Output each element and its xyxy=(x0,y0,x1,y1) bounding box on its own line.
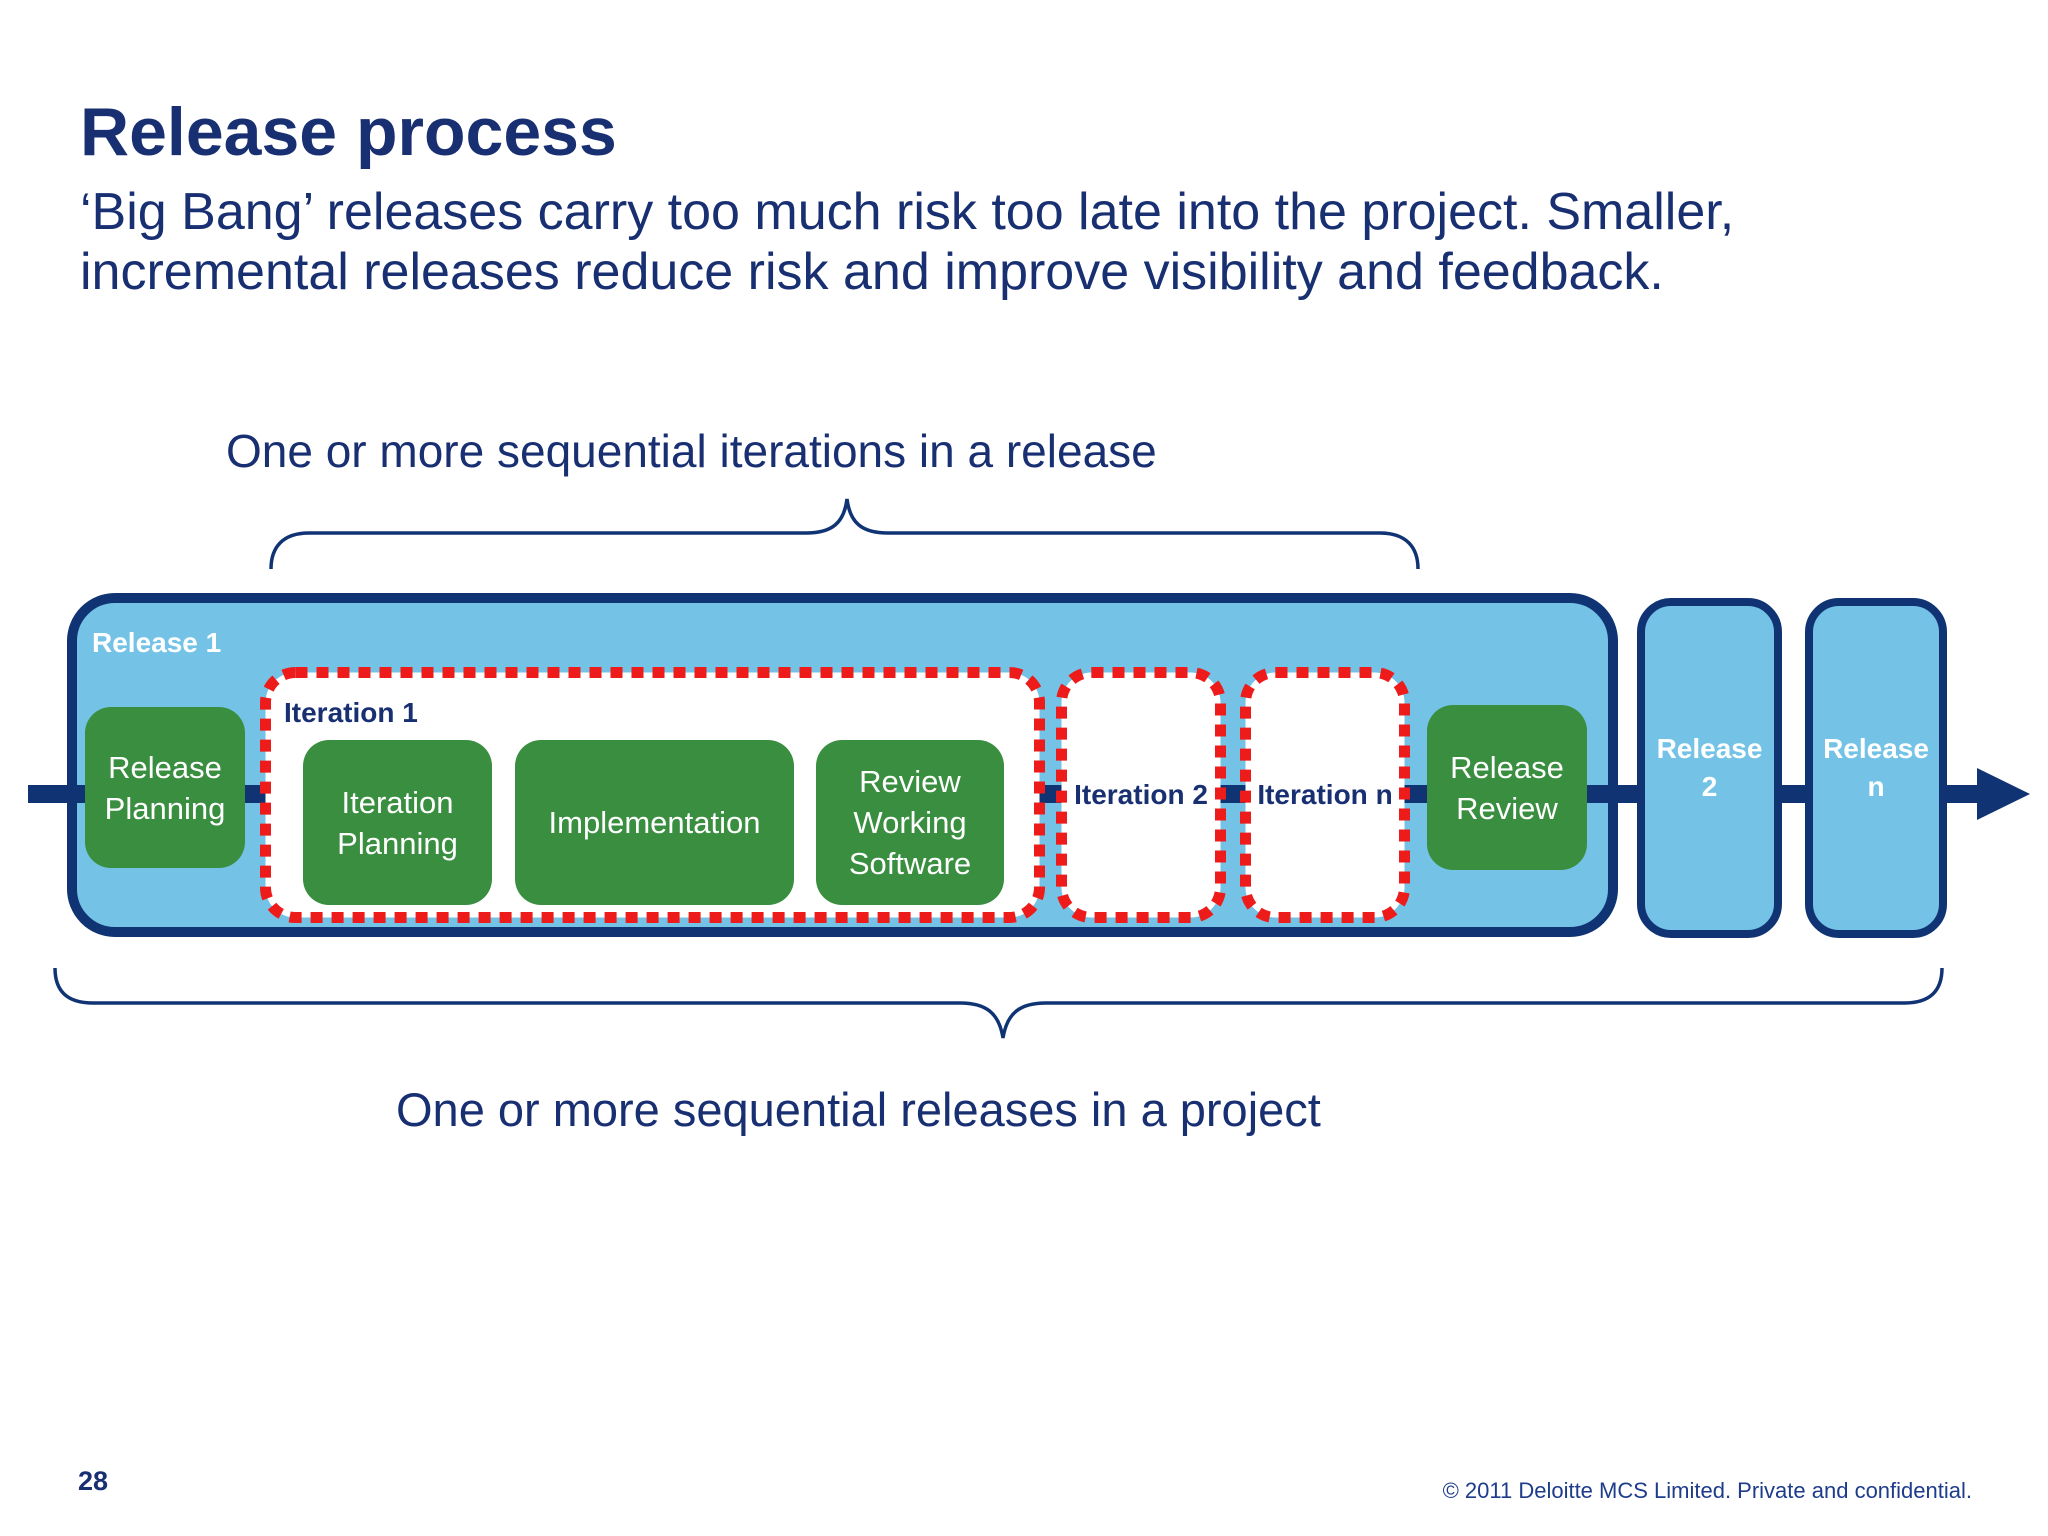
bottom-brace-icon xyxy=(53,967,1944,1039)
release-n-box: Release n xyxy=(1805,598,1947,938)
release-planning-box: Release Planning xyxy=(85,707,245,868)
flow-arrowhead-icon xyxy=(1977,768,2030,820)
review-working-software-box: Review Working Software xyxy=(816,740,1004,905)
release-1-label: Release 1 xyxy=(92,627,222,658)
iteration-2-box: Iteration 2 xyxy=(1056,667,1226,923)
implementation-box: Implementation xyxy=(515,740,794,905)
page-subtitle: ‘Big Bang’ releases carry too much risk … xyxy=(80,183,1735,301)
iteration-1-label: Iteration 1 xyxy=(284,697,418,728)
page-title: Release process xyxy=(80,94,617,170)
footer-copyright: © 2011 Deloitte MCS Limited. Private and… xyxy=(1442,1478,1972,1503)
iteration-planning-box: Iteration Planning xyxy=(303,740,492,905)
iteration-n-label: Iteration n xyxy=(1257,779,1393,810)
releases-brace-label: One or more sequential releases in a pro… xyxy=(396,1083,1321,1136)
iteration-2-label: Iteration 2 xyxy=(1074,779,1208,810)
release-2-box: Release 2 xyxy=(1637,598,1782,938)
iteration-n-box: Iteration n xyxy=(1240,667,1410,923)
iterations-brace-label: One or more sequential iterations in a r… xyxy=(226,425,1157,477)
page-number: 28 xyxy=(78,1466,109,1496)
top-brace-icon xyxy=(269,498,1420,570)
release-review-box: Release Review xyxy=(1427,705,1587,870)
